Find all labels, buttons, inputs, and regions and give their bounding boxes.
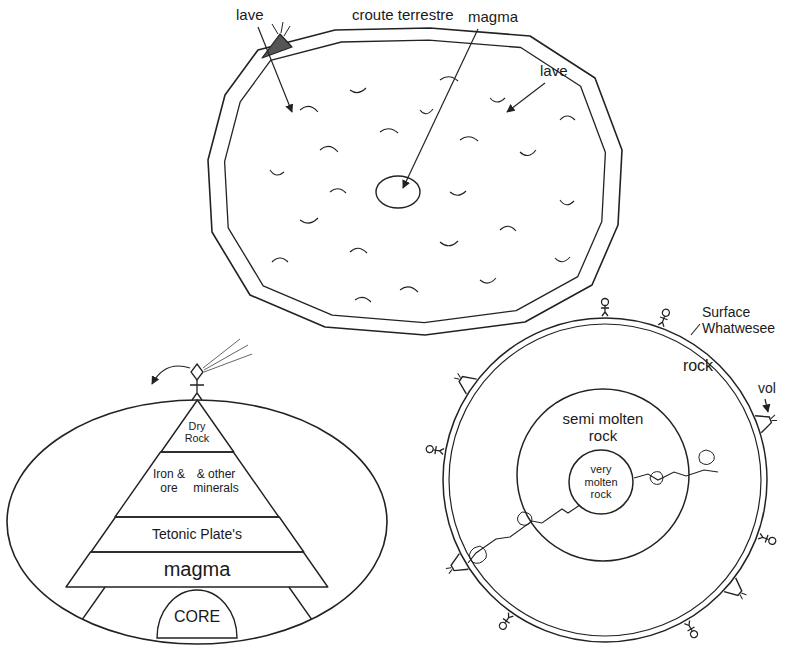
dome-outline bbox=[157, 590, 237, 638]
lava-scribbles bbox=[270, 77, 575, 302]
layer-band: Dry Rock bbox=[161, 400, 234, 452]
magma-pocket bbox=[699, 450, 714, 465]
curved-arrow bbox=[152, 366, 190, 384]
earth-ellipse bbox=[7, 400, 387, 644]
volcano-symbol bbox=[724, 578, 750, 604]
pyramid-base bbox=[20, 587, 374, 648]
volcano-symbol bbox=[451, 368, 477, 394]
layer-band: magma bbox=[66, 552, 328, 587]
crust-inner-outline bbox=[225, 40, 606, 322]
volcano-symbol bbox=[443, 554, 468, 579]
leader-line bbox=[258, 27, 292, 112]
stick-figure bbox=[684, 620, 700, 639]
layer-label: Dry Rock bbox=[182, 420, 212, 445]
circle-outline bbox=[569, 450, 633, 514]
annotation-label: Surface Whatwesee bbox=[702, 304, 780, 336]
annotation-label: vol bbox=[758, 380, 776, 396]
label-anchor: magma bbox=[468, 8, 518, 25]
annotation-label: magma bbox=[468, 8, 518, 25]
person-body bbox=[190, 380, 204, 400]
layer-label: CORE bbox=[174, 608, 220, 626]
band-outline bbox=[91, 517, 304, 552]
layer-label: Iron & ore bbox=[153, 468, 185, 496]
label-anchor: croute terrestre bbox=[352, 6, 454, 23]
layer-label: semi molten rock bbox=[553, 410, 653, 445]
layer-band: Tetonic Plate's bbox=[91, 517, 304, 552]
pyramid-side bbox=[20, 587, 374, 648]
volcano-plume bbox=[272, 22, 290, 36]
crack bbox=[634, 470, 718, 480]
volcano-cone bbox=[262, 34, 292, 58]
layer-label: & other minerals bbox=[191, 468, 241, 496]
circle-outline bbox=[449, 324, 761, 636]
band-outline bbox=[161, 400, 234, 452]
annotation-label: lave bbox=[540, 62, 568, 79]
annotation-label: lave bbox=[236, 6, 264, 23]
layer-circle: semi molten rock very molten rock bbox=[516, 388, 690, 562]
sight-rays bbox=[203, 339, 252, 372]
leader-line bbox=[691, 324, 700, 335]
crack bbox=[468, 505, 580, 563]
person-head bbox=[191, 364, 203, 380]
stick-figure bbox=[657, 308, 671, 327]
stick-figure bbox=[498, 612, 515, 631]
label-anchor: Surface Whatwesee bbox=[702, 304, 780, 336]
layer-label: very molten rock bbox=[576, 463, 626, 501]
band-outline bbox=[66, 552, 328, 587]
pointer-arrow bbox=[765, 399, 768, 412]
magma-pocket bbox=[650, 472, 663, 485]
leader-line bbox=[403, 29, 478, 188]
stick-figure bbox=[758, 532, 777, 546]
circle-outline bbox=[443, 318, 767, 642]
label-anchor: vol bbox=[758, 380, 776, 396]
stick-figure bbox=[601, 299, 609, 317]
leader-line bbox=[507, 83, 545, 112]
label-anchor: lave bbox=[236, 6, 264, 23]
crust-sketch bbox=[208, 22, 622, 335]
layer-label: magma bbox=[164, 558, 231, 581]
crust-outline bbox=[208, 28, 622, 335]
magma-pocket bbox=[517, 512, 532, 525]
layer-band: Iron & ore& other minerals bbox=[115, 452, 279, 517]
annotation-label: croute terrestre bbox=[352, 6, 454, 23]
label-anchor: lave bbox=[540, 62, 568, 79]
magma-circle bbox=[376, 176, 420, 208]
core-dome: CORE bbox=[157, 590, 237, 638]
layer-label: rock bbox=[535, 357, 787, 375]
layer-circle: very molten rock bbox=[568, 449, 634, 515]
circle-outline bbox=[517, 389, 689, 561]
stick-figure bbox=[426, 445, 445, 456]
pyramid-sketch bbox=[7, 339, 387, 648]
layer-label: Tetonic Plate's bbox=[152, 526, 242, 542]
band-outline bbox=[115, 452, 279, 517]
layer-circle: rocksemi molten rockvery molten rock bbox=[442, 317, 768, 643]
